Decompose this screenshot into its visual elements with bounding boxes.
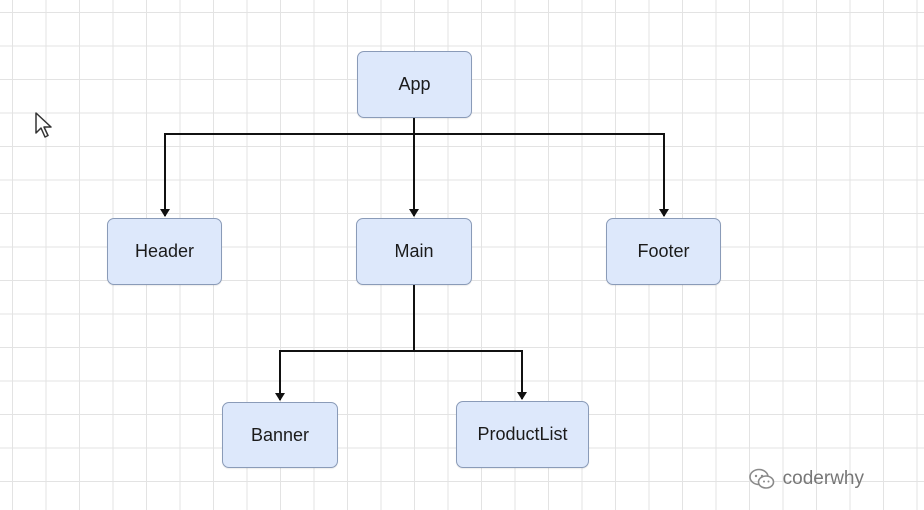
- edge-app-footer: [414, 133, 669, 217]
- watermark: coderwhy: [748, 468, 864, 490]
- edge-main-banner: [275, 285, 415, 401]
- node-productlist[interactable]: ProductList: [456, 401, 589, 468]
- watermark-text: coderwhy: [782, 468, 864, 489]
- node-footer[interactable]: Footer: [606, 218, 721, 285]
- node-main[interactable]: Main: [356, 218, 472, 285]
- edge-main-productlist: [414, 350, 527, 400]
- node-app[interactable]: App: [357, 51, 472, 118]
- node-banner[interactable]: Banner: [222, 402, 338, 468]
- mouse-pointer-icon: [35, 112, 52, 138]
- node-header[interactable]: Header: [107, 218, 222, 285]
- wechat-icon: [748, 468, 774, 489]
- edge-app-header: [160, 118, 415, 217]
